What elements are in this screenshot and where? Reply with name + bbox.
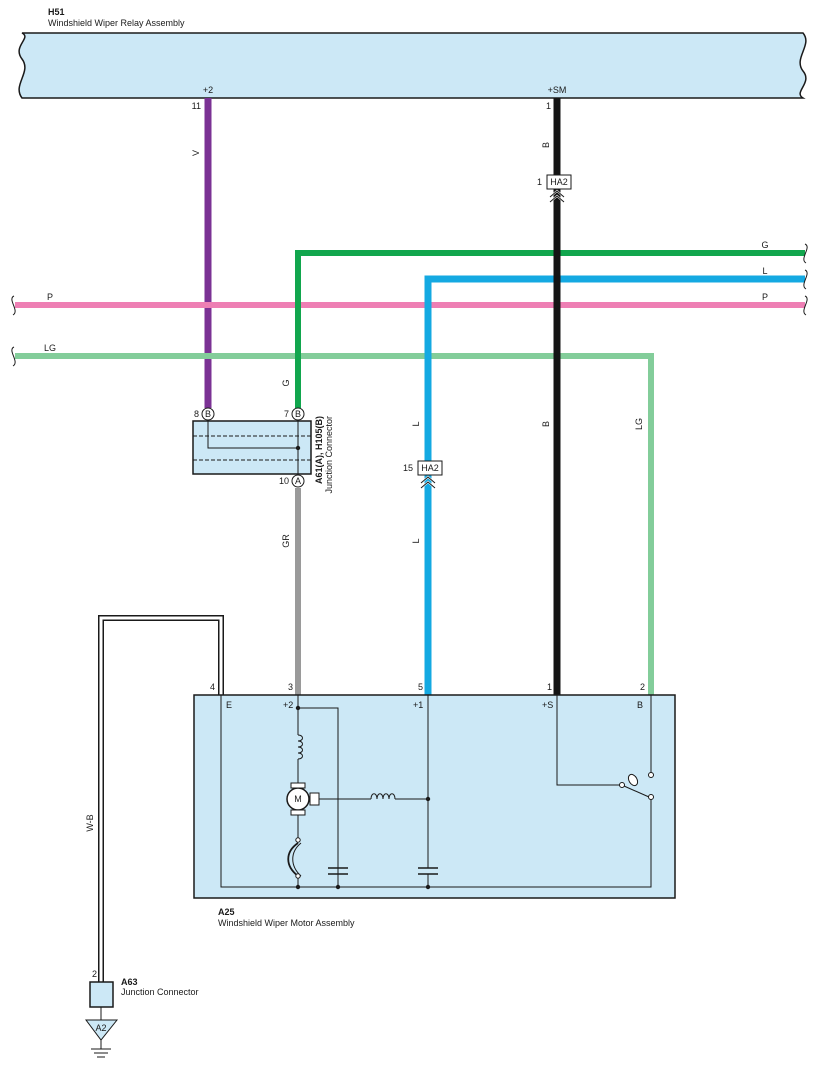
motor-pin-4: 4: [210, 682, 215, 692]
connector-ha2-top-label: HA2: [550, 177, 568, 187]
relay-name: Windshield Wiper Relay Assembly: [48, 18, 185, 28]
a63-code: A63: [121, 977, 138, 987]
svg-text:B: B: [295, 409, 301, 419]
ground-label: A2: [95, 1023, 106, 1033]
connector-ha2-mid-pin: 15: [403, 463, 413, 473]
connector-ha2-mid-label: HA2: [421, 463, 439, 473]
a63-connector: [89, 981, 114, 1008]
break-mark-blue-right: [803, 269, 808, 290]
svg-text:7: 7: [284, 409, 289, 419]
relay-terminal-plus2: +2: [203, 85, 213, 95]
motor-pin-3: 3: [288, 682, 293, 692]
connector-ha2-top-pin: 1: [537, 177, 542, 187]
connector-ha2-mid: HA2 15: [403, 460, 443, 489]
relay-pin-1: 1: [546, 101, 551, 111]
svg-text:A: A: [295, 476, 301, 486]
relay-box: [18, 32, 807, 99]
junction-code: A61(A), H105(B): [314, 416, 324, 484]
wire-label-b-top: B: [541, 142, 551, 148]
ground-symbol: [85, 1019, 119, 1041]
svg-text:8: 8: [194, 409, 199, 419]
motor-pin-2: 2: [640, 682, 645, 692]
wire-label-p-right: P: [762, 292, 768, 302]
relay-code: H51: [48, 7, 65, 17]
motor-terminal-b: B: [637, 700, 643, 710]
a63-name: Junction Connector: [121, 987, 199, 997]
break-mark-green-right: [803, 243, 808, 264]
motor-internal-circuit: M: [220, 695, 654, 890]
motor-terminal-e: E: [226, 700, 232, 710]
junction-name: Junction Connector: [324, 416, 334, 494]
motor-code: A25: [218, 907, 235, 917]
junction-pin-10: A 10: [279, 474, 305, 488]
junction-pin-7: B 7: [284, 407, 305, 421]
wire-label-b-mid: B: [541, 421, 551, 427]
wire-label-lg-left: LG: [44, 343, 56, 353]
motor-terminal-pluss: +S: [542, 700, 553, 710]
motor-symbol-label: M: [294, 794, 302, 804]
junction-pin-8: B 8: [194, 407, 215, 421]
break-mark-pink-left: [11, 295, 16, 316]
junction-connector: [192, 420, 312, 475]
connector-ha2-top: HA2 1: [537, 174, 572, 203]
wire-label-lg-vert: LG: [634, 418, 644, 430]
motor-pin-1: 1: [547, 682, 552, 692]
wire-label-g-vert: G: [281, 379, 291, 386]
wire-label-gr: GR: [281, 534, 291, 548]
svg-text:10: 10: [279, 476, 289, 486]
wire-label-g-right: G: [761, 240, 768, 250]
wire-label-l-right: L: [762, 266, 767, 276]
wire-blue: [424, 275, 805, 695]
motor-terminal-plus2: +2: [283, 700, 293, 710]
motor-name: Windshield Wiper Motor Assembly: [218, 918, 355, 928]
motor-box: [193, 694, 676, 899]
svg-text:B: B: [205, 409, 211, 419]
a63-pin: 2: [92, 969, 97, 979]
wire-label-wb: W-B: [85, 814, 95, 831]
wire-label-v: V: [191, 150, 201, 156]
motor-pin-5: 5: [418, 682, 423, 692]
relay-pin-11: 11: [192, 101, 201, 111]
break-mark-pink-right: [803, 295, 808, 316]
break-mark-lg-left: [11, 346, 16, 367]
wire-light-green: [15, 353, 654, 695]
wire-label-p-left: P: [47, 292, 53, 302]
wire-label-l-lower: L: [411, 538, 421, 543]
motor-terminal-plus1: +1: [413, 700, 423, 710]
wire-label-l-upper: L: [411, 421, 421, 426]
relay-terminal-plussm: +SM: [548, 85, 567, 95]
wire-green: [295, 250, 805, 408]
